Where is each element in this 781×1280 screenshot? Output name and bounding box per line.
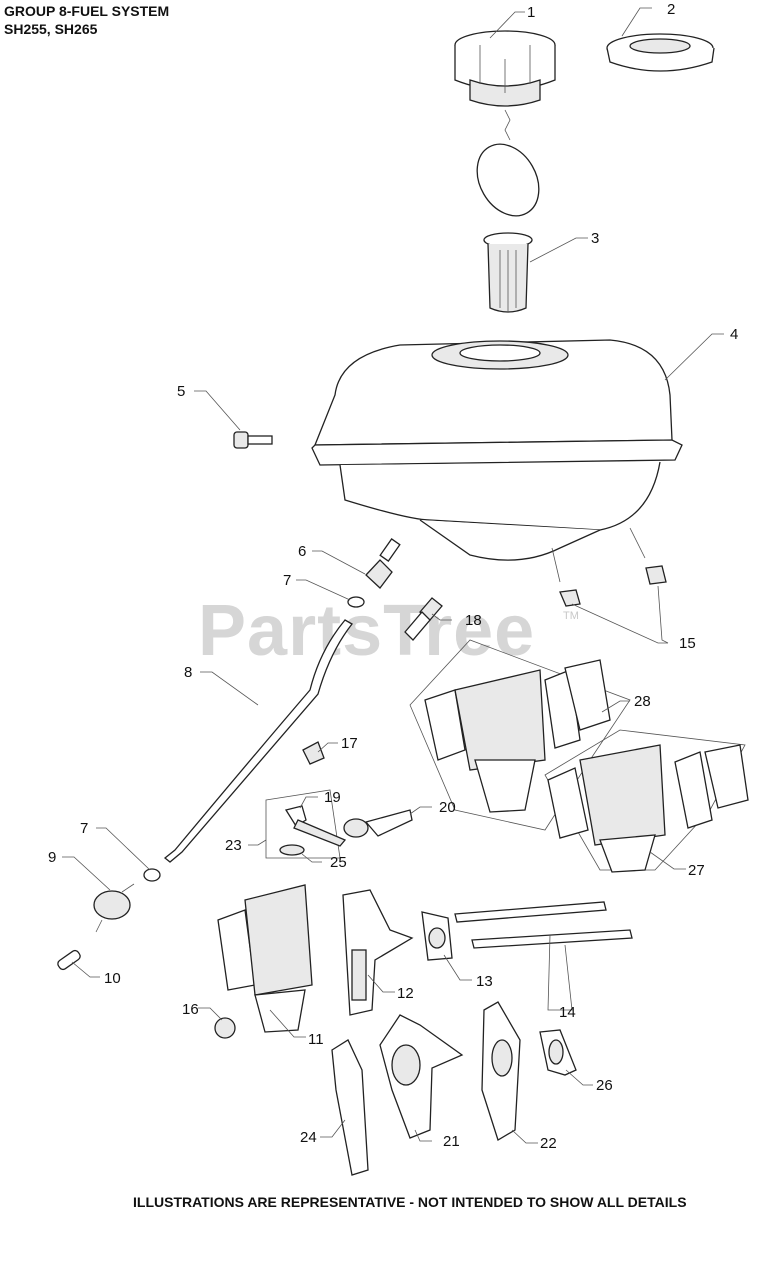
part-26-gasket[interactable] — [539, 1029, 577, 1076]
part-18-fitting[interactable] — [404, 597, 443, 641]
part-11-carburetor[interactable] — [217, 884, 313, 1033]
title-models: SH255, SH265 — [4, 21, 98, 37]
callout-20[interactable]: 20 — [439, 799, 456, 816]
part-17-clip[interactable] — [302, 741, 325, 765]
title-group: GROUP 8-FUEL SYSTEM — [4, 3, 170, 19]
callout-1[interactable]: 1 — [527, 4, 535, 21]
callout-24[interactable]: 24 — [300, 1129, 317, 1146]
part-8-fuel-line[interactable] — [163, 619, 353, 863]
callout-16[interactable]: 16 — [182, 1001, 199, 1018]
part-7-hose-clamp-lower[interactable] — [143, 868, 161, 882]
part-12-insulator[interactable] — [342, 889, 414, 1016]
part-22-insulator[interactable] — [481, 1001, 521, 1141]
callout-3[interactable]: 3 — [591, 230, 599, 247]
callout-22[interactable]: 22 — [540, 1135, 557, 1152]
part-23-group-outline — [265, 789, 341, 859]
disclaimer-note: ILLUSTRATIONS ARE REPRESENTATIVE - NOT I… — [133, 1194, 687, 1210]
part-5-bolt[interactable] — [233, 431, 273, 449]
callout-7-lower[interactable]: 7 — [80, 820, 88, 837]
callout-4[interactable]: 4 — [730, 326, 738, 343]
part-1-fuel-cap[interactable] — [454, 30, 556, 227]
callout-labels: 1 2 3 4 5 6 7 8 7 9 10 11 12 13 14 15 16… — [48, 1, 738, 1152]
callout-14[interactable]: 14 — [559, 1004, 576, 1021]
part-16-drain-bolt[interactable] — [214, 1017, 236, 1039]
partstree-watermark: PartsTree — [198, 591, 536, 671]
callout-10[interactable]: 10 — [104, 970, 121, 987]
callout-18[interactable]: 18 — [465, 612, 482, 629]
callout-9[interactable]: 9 — [48, 849, 56, 866]
callout-11[interactable]: 11 — [308, 1031, 324, 1048]
part-15-bushings[interactable] — [559, 565, 667, 607]
callout-12[interactable]: 12 — [397, 985, 414, 1002]
callout-25[interactable]: 25 — [330, 854, 347, 871]
callout-5[interactable]: 5 — [177, 383, 185, 400]
part-27-carburetor-assembly[interactable] — [547, 744, 749, 873]
part-28-carburetor-assembly[interactable] — [424, 659, 611, 813]
callout-23[interactable]: 23 — [225, 837, 242, 854]
callout-28[interactable]: 28 — [634, 693, 651, 710]
part-20-choke-arm[interactable] — [343, 809, 413, 838]
callout-27[interactable]: 27 — [688, 862, 705, 879]
part-2-fuel-cap-alt[interactable] — [606, 33, 715, 72]
callout-8[interactable]: 8 — [184, 664, 192, 681]
watermark-tm: TM — [563, 610, 579, 622]
callout-6[interactable]: 6 — [298, 543, 306, 560]
part-3-fuel-strainer[interactable] — [483, 232, 533, 313]
part-7-hose-clamp-upper[interactable] — [347, 596, 365, 608]
part-4-fuel-tank[interactable] — [311, 339, 683, 583]
callout-21[interactable]: 21 — [443, 1133, 460, 1150]
callout-17[interactable]: 17 — [341, 735, 358, 752]
callout-26[interactable]: 26 — [596, 1077, 613, 1094]
part-9-fuel-filter[interactable] — [93, 883, 135, 933]
callout-7-upper[interactable]: 7 — [283, 572, 291, 589]
part-10-hose-piece[interactable] — [56, 949, 81, 971]
part-14-studs[interactable] — [454, 901, 633, 949]
part-24-heat-plate[interactable] — [331, 1039, 369, 1176]
part-6-fuel-valve[interactable] — [365, 538, 401, 589]
callout-15[interactable]: 15 — [679, 635, 696, 652]
part-25-spring[interactable] — [279, 844, 305, 856]
part-13-gasket[interactable] — [421, 911, 453, 961]
callout-2[interactable]: 2 — [667, 1, 675, 18]
callout-19[interactable]: 19 — [324, 789, 341, 806]
diagram-title: GROUP 8-FUEL SYSTEM SH255, SH265 — [4, 2, 169, 38]
part-19-choke-lever[interactable] — [284, 805, 347, 847]
callout-13[interactable]: 13 — [476, 973, 493, 990]
leader-lines — [62, 7, 724, 1144]
part-21-insulator[interactable] — [379, 1014, 464, 1139]
